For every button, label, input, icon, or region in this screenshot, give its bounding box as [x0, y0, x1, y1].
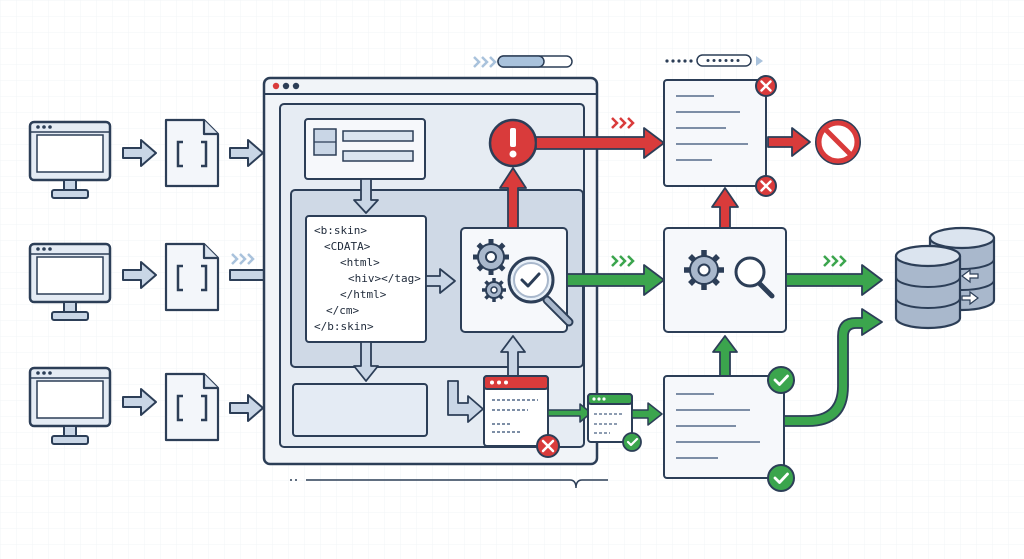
green-arrow-right: [785, 264, 883, 296]
gear-icon: [684, 250, 724, 290]
x-icon: [536, 434, 560, 458]
blocked-icon: [815, 119, 861, 165]
browser-window-icon: [483, 375, 549, 447]
check-icon: [622, 432, 642, 452]
red-arrow-right: [535, 127, 665, 159]
output-box: [292, 383, 428, 437]
green-curve-arrow: [783, 308, 883, 427]
code-line: </cm>: [326, 304, 359, 317]
code-panel: <b:skin> <CDATA> <html> <hiv></tag> </ht…: [305, 215, 427, 343]
code-line: <hiv></tag>: [348, 272, 421, 285]
red-arrow-up: [711, 187, 739, 229]
browser-window-icon: [587, 393, 633, 443]
arrow-card-to-code: [353, 178, 379, 214]
bracket-line: [290, 479, 608, 489]
code-line: </b:skin>: [314, 320, 374, 333]
x-icon: [755, 175, 777, 197]
red-arrow-right: [767, 127, 811, 157]
monitor-icon: [28, 120, 112, 199]
arrow-monitor-to-doc: [122, 139, 157, 416]
alert-icon: [488, 118, 538, 168]
code-line: <b:skin>: [314, 224, 367, 237]
check-icon: [767, 464, 795, 492]
code-line: <CDATA>: [324, 240, 371, 253]
red-arrow-up: [499, 167, 527, 229]
gray-arrow-up: [500, 335, 526, 377]
flow-chevrons: [611, 117, 635, 129]
progress-bar-top: [473, 55, 573, 68]
document-icon: [164, 372, 220, 442]
rejected-document: [663, 79, 767, 187]
arrow-code-to-output: [353, 341, 379, 382]
gear-icon: [473, 239, 509, 275]
analyzer-panel: [663, 227, 787, 333]
flow-chevrons: [611, 255, 635, 267]
header-card: [304, 118, 426, 180]
monitor-icon: [28, 366, 112, 445]
monitor-icon: [28, 242, 112, 321]
database-icon: [894, 226, 996, 330]
gear-icon: [482, 278, 506, 302]
gray-arrow-bend: [447, 380, 484, 423]
progress-bar-right: [665, 54, 763, 67]
flow-chevrons: [231, 253, 255, 265]
x-icon: [755, 75, 777, 97]
approved-document: [663, 375, 785, 479]
document-icon: [164, 118, 220, 188]
magnifier-icon: [734, 256, 775, 299]
flow-chevrons: [823, 255, 847, 267]
green-arrow-right: [631, 402, 663, 426]
green-arrow-right: [566, 264, 665, 296]
code-line: <html>: [340, 256, 380, 269]
gray-arrow-up: [712, 335, 738, 377]
document-icon: [164, 242, 220, 312]
magnifier-icon: [507, 256, 574, 327]
code-line: </html>: [340, 288, 387, 301]
arrow-code-to-analyzer: [425, 268, 456, 294]
green-arrow-small: [547, 403, 592, 423]
check-icon: [767, 366, 795, 394]
